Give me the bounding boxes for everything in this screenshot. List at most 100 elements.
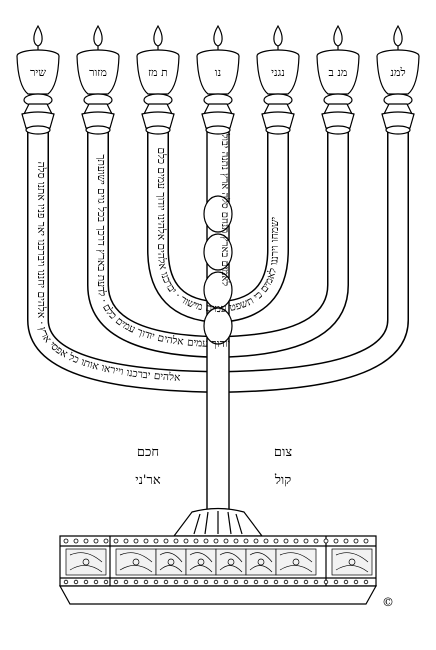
flame-icon	[93, 24, 103, 47]
base-dot	[103, 579, 109, 585]
cup-label-6: מנ ב	[329, 66, 348, 79]
cup-label-1: שיר	[30, 66, 46, 79]
base-dot	[273, 538, 279, 544]
base-dot	[183, 579, 189, 585]
base-dot	[123, 538, 129, 544]
base-dot	[63, 579, 69, 585]
base-pattern-tile	[275, 548, 317, 576]
base-dot	[203, 538, 209, 544]
base-dot	[293, 579, 299, 585]
candle-cup-1	[16, 24, 60, 135]
flame-icon	[273, 24, 283, 47]
base-pattern	[65, 548, 373, 576]
right-label-top: צום	[274, 445, 292, 460]
base-dot	[353, 579, 359, 585]
cup-label-2: מזור	[89, 66, 107, 79]
base-dot	[93, 579, 99, 585]
flame-icon	[333, 24, 343, 47]
cups-group: שיר מזור ת מז נו נגני מנ ב למנ	[16, 24, 420, 135]
flame-icon	[153, 24, 163, 47]
base-pattern-tile	[155, 548, 187, 576]
base-dot	[93, 538, 99, 544]
base-pattern-tile	[215, 548, 247, 576]
base-dot	[213, 538, 219, 544]
base-dot	[263, 579, 269, 585]
base-dot	[293, 538, 299, 544]
base-dot	[333, 579, 339, 585]
candle-cup-4	[196, 24, 240, 135]
left-label-top: חכם	[137, 445, 159, 460]
base-dot	[153, 538, 159, 544]
base-dot	[133, 579, 139, 585]
base-dot	[83, 538, 89, 544]
base-dot	[143, 579, 149, 585]
base-dot	[283, 538, 289, 544]
base-dot	[223, 538, 229, 544]
cup-label-4: נו	[215, 66, 221, 79]
base-dot	[113, 538, 119, 544]
stem-knob	[203, 195, 233, 233]
cup-label-7: למנ	[390, 66, 405, 79]
base-dot	[83, 579, 89, 585]
base-dot	[243, 538, 249, 544]
base-dot	[363, 538, 369, 544]
flame-icon	[33, 24, 43, 47]
base-dot	[113, 579, 119, 585]
cup-label-3: ת מז	[148, 66, 168, 79]
flame-icon	[213, 24, 223, 47]
copyright-icon: ©	[382, 595, 394, 609]
base-dot	[273, 579, 279, 585]
base-dot	[73, 538, 79, 544]
base-dot	[163, 579, 169, 585]
base-dot	[143, 538, 149, 544]
base-dot	[343, 579, 349, 585]
base-dot	[313, 538, 319, 544]
base-pattern-tile	[245, 548, 277, 576]
base-dot	[323, 538, 329, 544]
base-dot	[133, 538, 139, 544]
right-label-bottom: קול	[274, 473, 291, 488]
base-dot	[123, 579, 129, 585]
base-dot	[73, 579, 79, 585]
base-dot	[263, 538, 269, 544]
base-pattern-tile	[331, 548, 373, 576]
base-dot	[153, 579, 159, 585]
base-dot	[333, 538, 339, 544]
base-dot	[203, 579, 209, 585]
base-dot	[253, 538, 259, 544]
base-dots	[63, 538, 369, 585]
stem-knob	[203, 307, 233, 345]
base-dot	[303, 538, 309, 544]
candle-cup-5	[256, 24, 300, 135]
base-dot	[233, 538, 239, 544]
stem-text: לאמים בארץ תנחם סלה ארץ נתנה יבולה	[219, 128, 231, 286]
base-dot	[223, 579, 229, 585]
left-label-bottom: אר'ני	[135, 473, 161, 488]
base-dot	[363, 579, 369, 585]
base-dot	[243, 579, 249, 585]
candle-cup-3	[136, 24, 180, 135]
base-dot	[323, 579, 329, 585]
base-pattern-tile	[115, 548, 157, 576]
candle-cup-7	[376, 24, 420, 135]
base-dot	[353, 538, 359, 544]
base-dot	[193, 579, 199, 585]
base-dot	[253, 579, 259, 585]
base-dot	[173, 579, 179, 585]
base-dot	[283, 579, 289, 585]
base-dot	[103, 538, 109, 544]
base-dot	[343, 538, 349, 544]
candle-cup-2	[76, 24, 120, 135]
cup-label-5: נגני	[271, 66, 285, 79]
stem-knob	[203, 233, 233, 271]
base-dot	[163, 538, 169, 544]
branches-group: אלהים יברכנו וייראו אותו כל אפסי ארץ · א…	[27, 119, 409, 513]
base-dot	[63, 538, 69, 544]
base-pattern-tile	[185, 548, 217, 576]
base-dot	[183, 538, 189, 544]
base-dot	[303, 579, 309, 585]
flame-icon	[393, 24, 403, 47]
base-dot	[173, 538, 179, 544]
